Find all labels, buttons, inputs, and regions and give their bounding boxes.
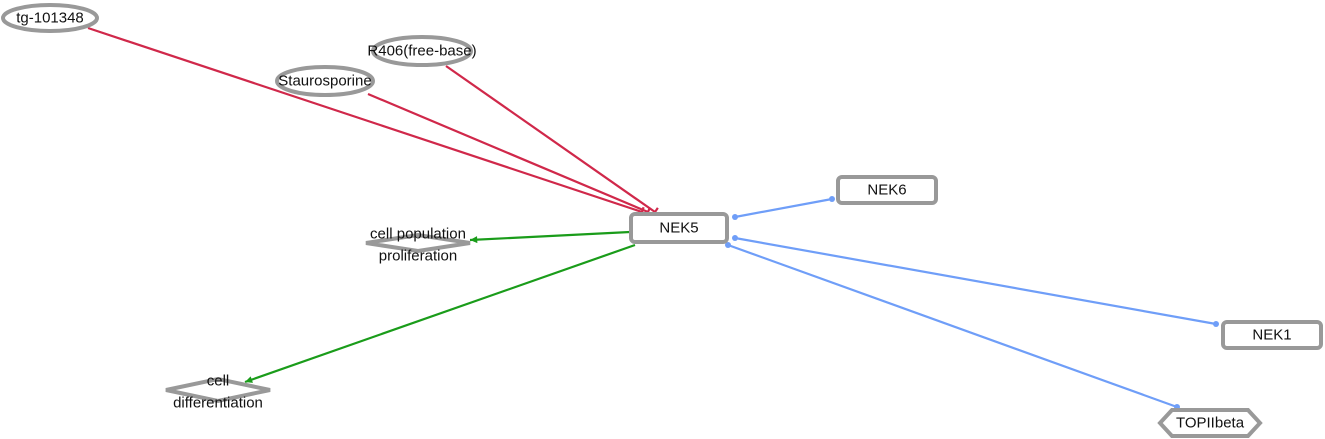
edge-stauro-nek5[interactable] bbox=[367, 92, 651, 218]
ellipse-shape bbox=[1, 3, 99, 33]
edge-line bbox=[87, 26, 643, 214]
edge-nek5-cdiff[interactable] bbox=[244, 243, 636, 384]
node-label: tg-101348 bbox=[16, 10, 84, 27]
arrowhead-icon bbox=[470, 236, 478, 244]
node-label: NEK5 bbox=[659, 220, 698, 237]
ellipse-shape bbox=[275, 65, 375, 97]
node-label: TOPIIbeta bbox=[1176, 415, 1245, 432]
edge-line bbox=[367, 92, 649, 214]
node-stauro[interactable]: Staurosporine bbox=[275, 65, 375, 97]
node-label: R406(free-base) bbox=[367, 43, 476, 60]
endpoint-dot-icon bbox=[732, 235, 738, 241]
node-label: Staurosporine bbox=[278, 73, 371, 90]
ellipse-shape bbox=[371, 35, 473, 67]
rect-shape bbox=[836, 175, 938, 205]
edge-line bbox=[734, 236, 1217, 326]
endpoint-dot-icon bbox=[1213, 321, 1219, 327]
edge-tg101348-nek5[interactable] bbox=[87, 26, 645, 218]
endpoint-dot-icon bbox=[725, 242, 731, 248]
edge-line bbox=[445, 65, 656, 213]
diamond-shape bbox=[165, 376, 271, 404]
node-label-line: differentiation bbox=[173, 395, 263, 412]
node-nek1[interactable]: NEK1 bbox=[1221, 320, 1323, 350]
node-nek6[interactable]: NEK6 bbox=[836, 175, 938, 205]
rect-shape bbox=[1221, 320, 1323, 350]
node-label: NEK1 bbox=[1252, 327, 1291, 344]
edge-nek5-nek6[interactable] bbox=[732, 196, 835, 220]
node-cdiff[interactable]: cell differentiation bbox=[165, 373, 271, 412]
node-label-line: proliferation bbox=[379, 248, 457, 265]
node-nek5[interactable]: NEK5 bbox=[629, 212, 729, 244]
diamond-shape bbox=[365, 232, 471, 254]
node-cpp[interactable]: cell population proliferation bbox=[365, 226, 471, 265]
edge-line bbox=[734, 197, 833, 219]
edge-line bbox=[727, 243, 1178, 409]
node-r406[interactable]: R406(free-base) bbox=[367, 35, 477, 67]
node-label-line: cell population bbox=[370, 226, 466, 243]
node-top2b[interactable]: TOPIIbeta bbox=[1157, 408, 1263, 438]
edge-nek5-top2b[interactable] bbox=[725, 242, 1180, 410]
endpoint-dot-icon bbox=[829, 196, 835, 202]
edge-line bbox=[469, 230, 631, 242]
edge-nek5-nek1[interactable] bbox=[732, 235, 1219, 327]
rect-shape bbox=[629, 212, 729, 244]
endpoint-dot-icon bbox=[732, 214, 738, 220]
edge-nek5-cpp[interactable] bbox=[469, 230, 631, 244]
node-tg101348[interactable]: tg-101348 bbox=[1, 3, 99, 33]
node-label-line: cell bbox=[207, 373, 230, 390]
edge-line bbox=[244, 243, 636, 384]
arrowhead-icon bbox=[245, 376, 253, 383]
hexagon-shape bbox=[1157, 408, 1263, 438]
node-label: NEK6 bbox=[867, 182, 906, 199]
